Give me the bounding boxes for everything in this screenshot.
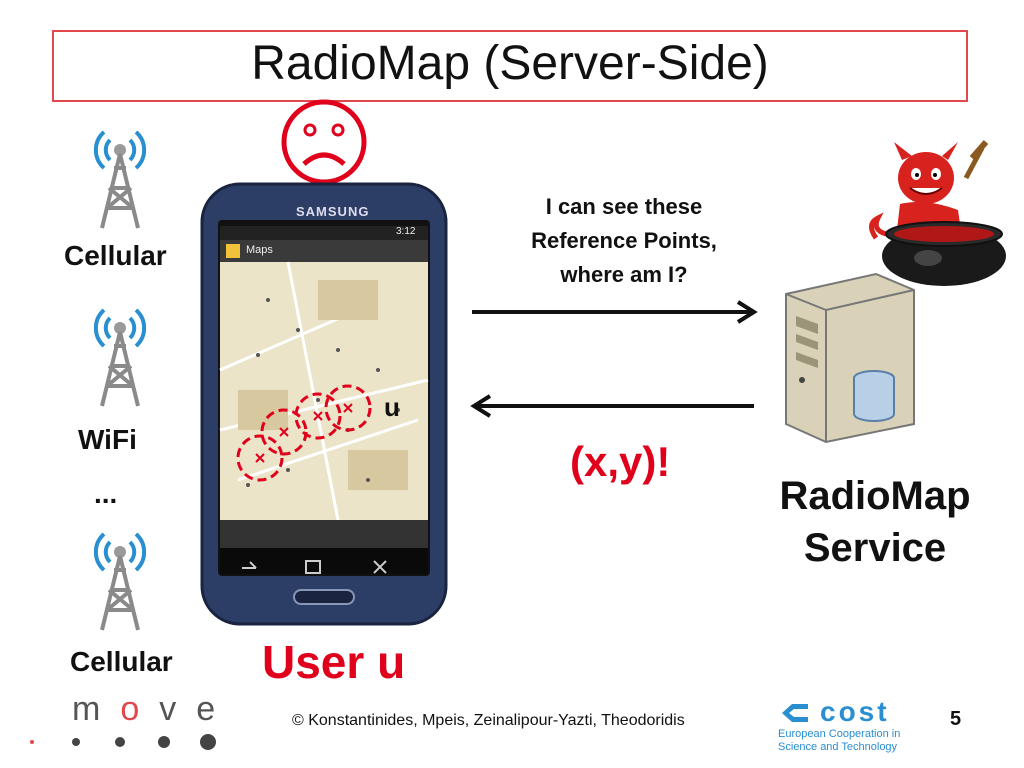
page-number: 5 [950, 708, 962, 730]
move-letter: o [120, 690, 160, 728]
cellular-tower-icon [93, 130, 147, 229]
tower-label-wifi: WiFi [78, 424, 137, 455]
move-logo-dots [30, 734, 216, 750]
message-arrows [470, 300, 758, 418]
request-line: Reference Points, [531, 228, 717, 253]
move-letter: v [159, 690, 197, 728]
cost-logo-icon [782, 704, 808, 722]
location-reply: (x,y)! [570, 438, 671, 485]
request-line: I can see these [545, 194, 703, 219]
slide-title: RadioMap (Server-Side) [251, 37, 769, 90]
title-frame [52, 30, 968, 102]
map-user-marker: u [384, 392, 400, 422]
devil-icon [869, 140, 1006, 286]
cost-subtitle-line: Science and Technology [778, 741, 898, 753]
request-message: I can see these Reference Points, where … [488, 190, 760, 292]
status-time: 3:12 [396, 226, 416, 237]
phone-brand: SAMSUNG [296, 204, 370, 219]
maps-app-title: Maps [246, 244, 273, 256]
cost-subtitle: European Cooperation in Science and Tech… [778, 728, 938, 754]
move-letter: m [72, 690, 121, 728]
request-line: where am I? [560, 262, 688, 287]
cost-subtitle-line: European Cooperation in [778, 728, 901, 740]
cost-logo-text: cost [820, 696, 890, 727]
service-line: RadioMap [779, 474, 971, 518]
smartphone [200, 182, 448, 626]
user-label: User u [262, 636, 406, 688]
sad-face-icon [281, 99, 367, 185]
tower-label-cellular: Cellular [70, 646, 173, 677]
move-logo: move [72, 690, 235, 729]
move-letter: e [196, 690, 236, 728]
service-label: RadioMap Service [750, 470, 1000, 574]
service-line: Service [803, 526, 947, 570]
copyright-text: © Konstantinides, Mpeis, Zeinalipour-Yaz… [292, 712, 685, 729]
tower-ellipsis: ... [94, 478, 118, 509]
cellular-tower-icon [93, 532, 147, 631]
server-icon [785, 272, 915, 444]
wifi-tower-icon [93, 308, 147, 407]
tower-label-cellular: Cellular [64, 240, 167, 271]
